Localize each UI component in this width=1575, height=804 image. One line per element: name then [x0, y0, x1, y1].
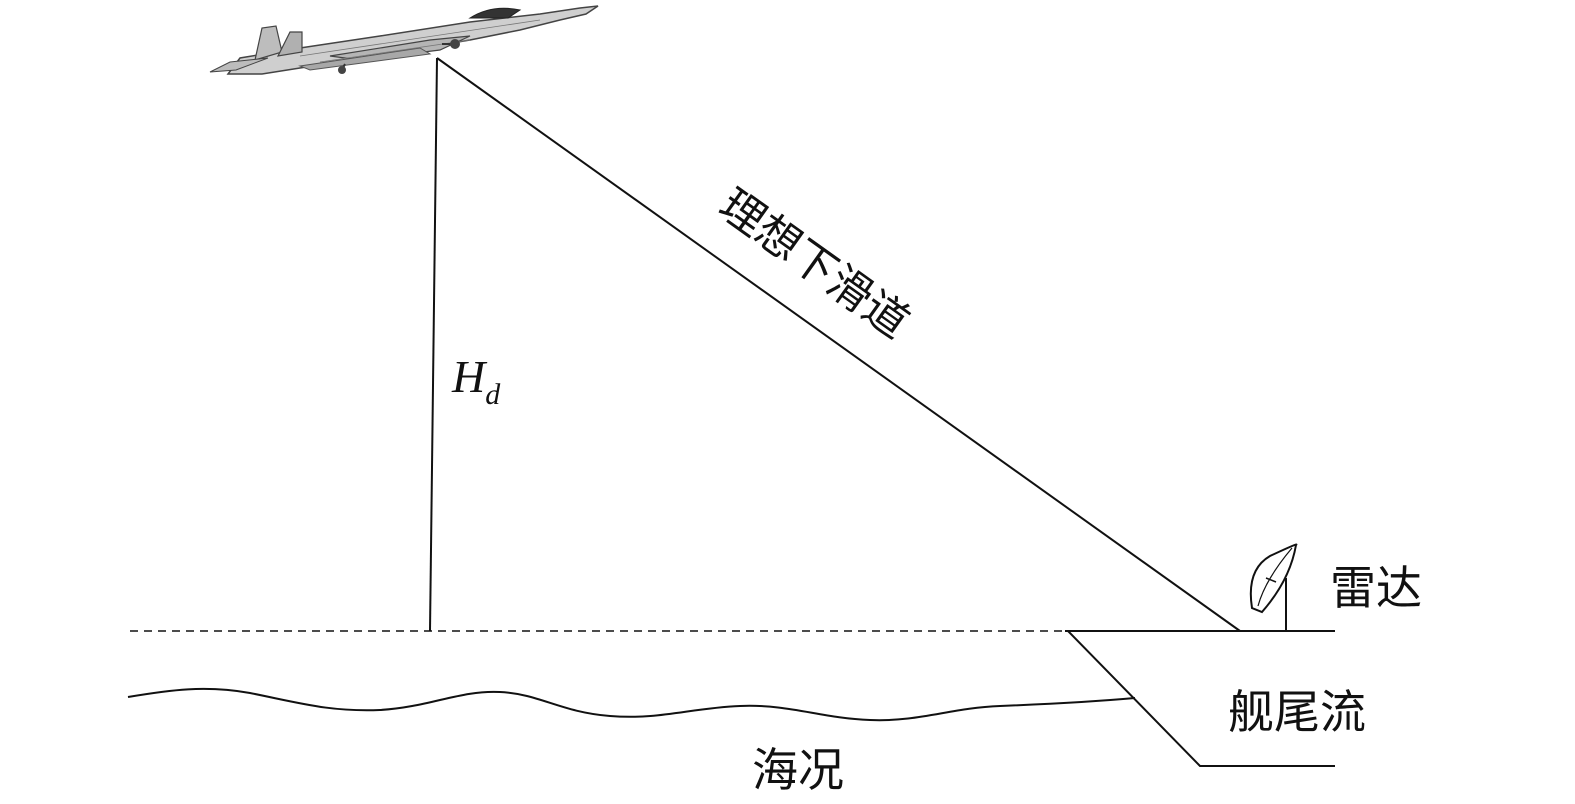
height-symbol: H — [451, 351, 488, 402]
sea-state-label: 海况 — [752, 743, 844, 797]
height-label: Hd — [451, 351, 501, 411]
height-line — [429, 57, 438, 632]
wake-label: 舰尾流 — [1228, 685, 1366, 739]
radar-dish-icon — [1249, 543, 1298, 631]
radar-label: 雷达 — [1330, 561, 1422, 615]
wake-boundary — [1067, 630, 1335, 767]
height-subscript: d — [485, 378, 501, 411]
fighter-jet-icon — [209, 5, 599, 75]
sea-wave — [127, 687, 1136, 722]
glide-path-line — [436, 57, 1241, 632]
glide-path-label: 理想下滑道 — [710, 179, 919, 348]
